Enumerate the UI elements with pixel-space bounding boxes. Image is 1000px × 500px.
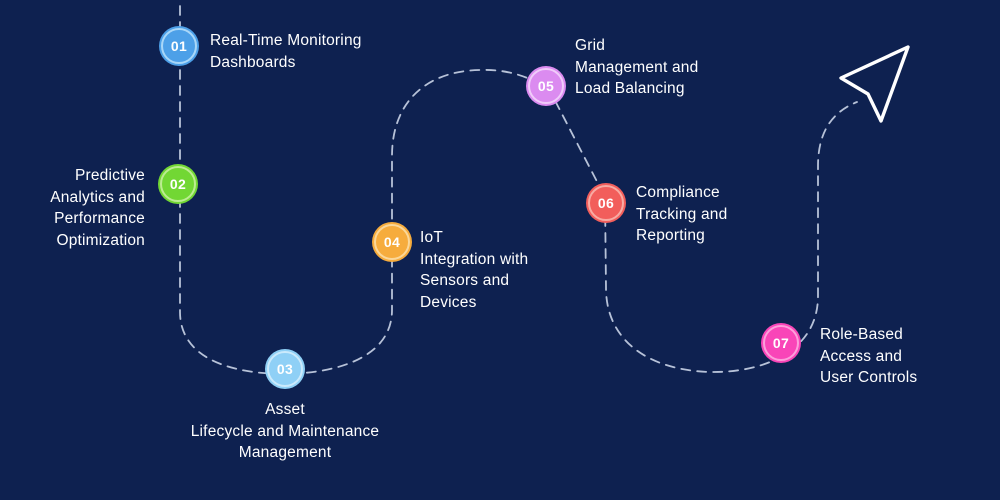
step-05-number: 05 xyxy=(537,78,555,94)
step-05-label: Grid Management and Load Balancing xyxy=(575,37,699,97)
step-07-number: 07 xyxy=(772,335,790,351)
step-01-label: Real-Time Monitoring Dashboards xyxy=(210,32,362,71)
step-04-label: IoT Integration with Sensors and Devices xyxy=(420,229,529,311)
step-02-number: 02 xyxy=(169,176,187,192)
dashed-journey-path xyxy=(179,5,858,375)
step-06-badge: 06 xyxy=(586,183,626,223)
step-04-number: 04 xyxy=(383,234,401,250)
step-05-badge: 05 xyxy=(526,66,566,106)
step-07-badge: 07 xyxy=(761,323,801,363)
step-03-number: 03 xyxy=(276,361,294,377)
step-06-label: Compliance Tracking and Reporting xyxy=(636,184,728,244)
step-02-badge: 02 xyxy=(158,164,198,204)
step-06-number: 06 xyxy=(597,195,615,211)
step-01-badge: 01 xyxy=(159,26,199,66)
step-01-number: 01 xyxy=(170,38,188,54)
step-02-label: Predictive Analytics and Performance Opt… xyxy=(50,167,145,249)
step-07-label: Role-Based Access and User Controls xyxy=(820,326,918,386)
paper-plane-arrow-icon xyxy=(839,45,910,123)
step-03-label: Asset Lifecycle and Maintenance Manageme… xyxy=(190,401,380,461)
step-03-badge: 03 xyxy=(265,349,305,389)
step-04-badge: 04 xyxy=(372,222,412,262)
